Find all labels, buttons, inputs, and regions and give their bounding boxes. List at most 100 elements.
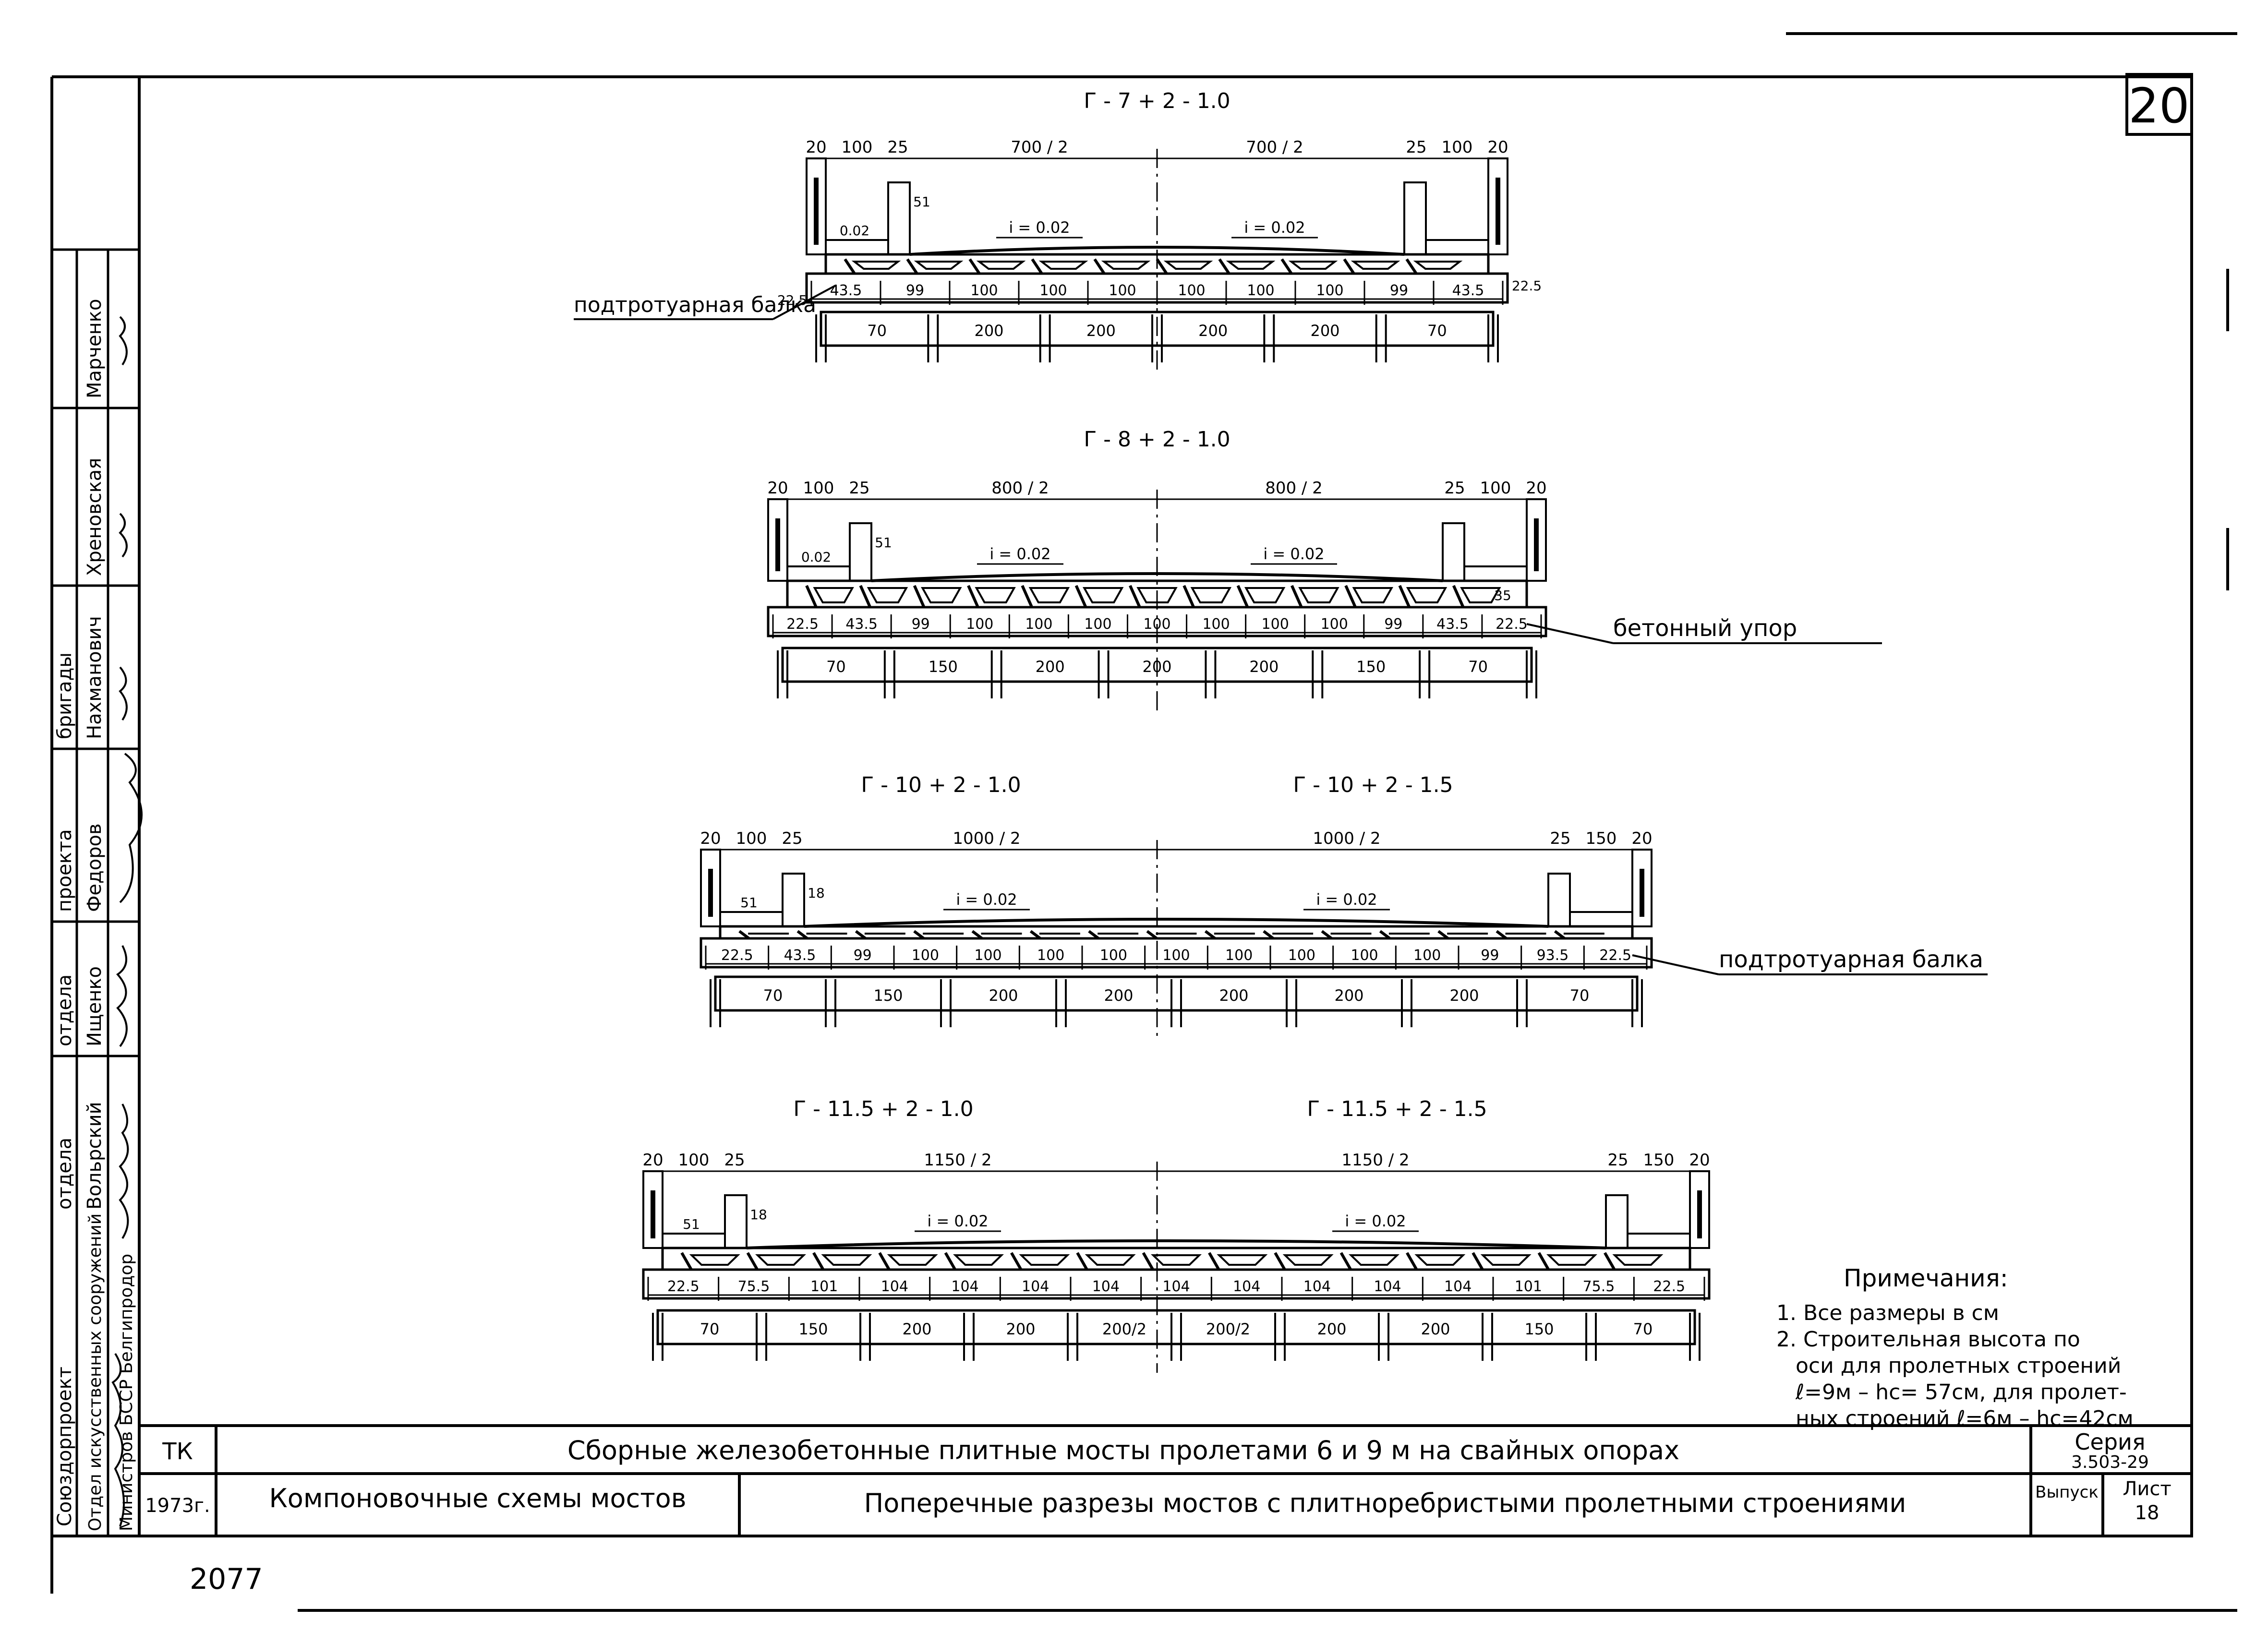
dim-label: 25 <box>849 479 869 498</box>
small-dim: 35 <box>1494 588 1511 603</box>
dim-label: 20 <box>1631 829 1652 848</box>
tb-code: ТК <box>162 1438 193 1465</box>
beam-dim: 100 <box>912 947 939 964</box>
pier-dim: 70 <box>867 322 887 340</box>
dim-label: 25 <box>724 1151 745 1170</box>
pier-dim: 200 <box>974 322 1003 340</box>
beam-dim: 100 <box>1039 282 1067 299</box>
pier-dim: 150 <box>798 1320 828 1338</box>
pier-dim: 150 <box>1356 658 1386 676</box>
pier-dim: 200 <box>1036 658 1065 676</box>
rib-void <box>813 587 854 603</box>
small-dim: 18 <box>808 885 825 901</box>
notes-heading: Примечания: <box>1844 1264 2008 1292</box>
pier-dim: 200 <box>989 986 1018 1005</box>
small-dim: 0.02 <box>801 549 831 565</box>
dim-label: 20 <box>1526 479 1546 498</box>
beam-dim: 100 <box>1316 282 1343 299</box>
stamp-name-6: Марченко <box>84 299 106 398</box>
dim-label: 100 <box>803 479 834 498</box>
beam-dim: 100 <box>1037 947 1064 964</box>
rib-void <box>867 587 908 603</box>
pier-dim: 200 <box>1449 986 1479 1005</box>
dim-label: 100 <box>842 138 873 157</box>
dim-label: 100 <box>736 829 767 848</box>
pier-dim: 70 <box>826 658 846 676</box>
tb-main-title: Сборные железобетонные плитные мосты про… <box>567 1435 1679 1465</box>
dim-label: 25 <box>1607 1151 1628 1170</box>
beam-dim: 101 <box>1515 1278 1542 1295</box>
rib-void <box>1460 587 1501 603</box>
rib-void <box>953 1254 1004 1266</box>
rib-void <box>1136 587 1178 603</box>
rib-void <box>1038 261 1088 270</box>
pier-dim: 70 <box>763 986 783 1005</box>
rib-void <box>1480 1254 1532 1266</box>
slope-label: i = 0.02 <box>1009 218 1070 237</box>
pier-dim: 200 <box>1317 1320 1346 1338</box>
pier-dim: 150 <box>873 986 903 1005</box>
rib-void <box>1226 261 1276 270</box>
beam-dim: 99 <box>1390 282 1408 299</box>
beam-dim: 93.5 <box>1537 947 1569 964</box>
beam-dim: 99 <box>1481 947 1499 964</box>
beam-dim: 99 <box>906 282 924 299</box>
beam-dim: 99 <box>1384 616 1402 633</box>
slope-label: i = 0.02 <box>1263 545 1324 563</box>
rib-void <box>1085 1254 1136 1266</box>
dim-label: 100 <box>678 1151 710 1170</box>
rib-void <box>1352 587 1393 603</box>
section-title: Г - 10 + 2 - 1.5 <box>1293 773 1453 797</box>
dim-label: 1150 / 2 <box>924 1151 991 1170</box>
stamp-role-3: проекта <box>54 829 76 912</box>
rib-void <box>1163 261 1213 270</box>
beam-dim: 104 <box>1022 1278 1049 1295</box>
dim-label: 20 <box>806 138 826 157</box>
slope-label: i = 0.02 <box>1316 890 1377 909</box>
tb-sheet-value: 18 <box>2135 1502 2159 1524</box>
section-title: Г - 11.5 + 2 - 1.0 <box>793 1097 973 1121</box>
beam-dim: 22.5 <box>1599 947 1631 964</box>
dim-label: 100 <box>1442 138 1473 157</box>
rib-void <box>1406 587 1448 603</box>
pier-dim: 200/2 <box>1102 1320 1146 1338</box>
beam-dim: 100 <box>1413 947 1441 964</box>
beam-dim: 100 <box>1247 282 1274 299</box>
rib-void <box>1288 261 1338 270</box>
note-line-1: 1. Все размеры в см <box>1776 1301 1999 1325</box>
tb-description: Поперечные разрезы мостов с плитноребрис… <box>864 1488 1906 1518</box>
beam-dim: 100 <box>1225 947 1253 964</box>
pier-dim: 200 <box>1310 322 1339 340</box>
beam-dim: 100 <box>974 947 1001 964</box>
rib-void <box>1101 261 1151 270</box>
stamp-name-4: Нахманович <box>84 616 106 739</box>
beam-dim: 104 <box>1162 1278 1190 1295</box>
beam-dim: 43.5 <box>1436 616 1469 633</box>
beam-dim: 22.5 <box>721 947 753 964</box>
dim-label: 800 / 2 <box>1265 479 1323 498</box>
rib-void <box>975 587 1016 603</box>
dim-label: 20 <box>767 479 788 498</box>
beam-dim: 100 <box>1202 616 1230 633</box>
pier-dim: 200 <box>1421 1320 1450 1338</box>
beam-dim: 100 <box>1025 616 1052 633</box>
note-line-3: оси для пролетных строений <box>1796 1354 2121 1378</box>
pier-dim: 150 <box>1524 1320 1554 1338</box>
beam-dim: 100 <box>1262 616 1289 633</box>
slope-label: i = 0.02 <box>989 545 1050 563</box>
dim-label: 25 <box>782 829 802 848</box>
pier-dim: 200 <box>1104 986 1133 1005</box>
pier-dim: 200 <box>1219 986 1248 1005</box>
dim-label: 20 <box>1689 1151 1710 1170</box>
dim-label: 25 <box>887 138 908 157</box>
tb-subtitle: Компоновочные схемы мостов <box>269 1483 686 1513</box>
rib-void <box>1351 261 1400 270</box>
signature-stamp: Отдел искусственных сооружений Союздорпр… <box>52 248 143 1536</box>
pier-dim: 70 <box>700 1320 720 1338</box>
beam-dim: 104 <box>881 1278 908 1295</box>
sheet-number-box <box>2125 73 2193 136</box>
beam-dim: 100 <box>1162 947 1190 964</box>
